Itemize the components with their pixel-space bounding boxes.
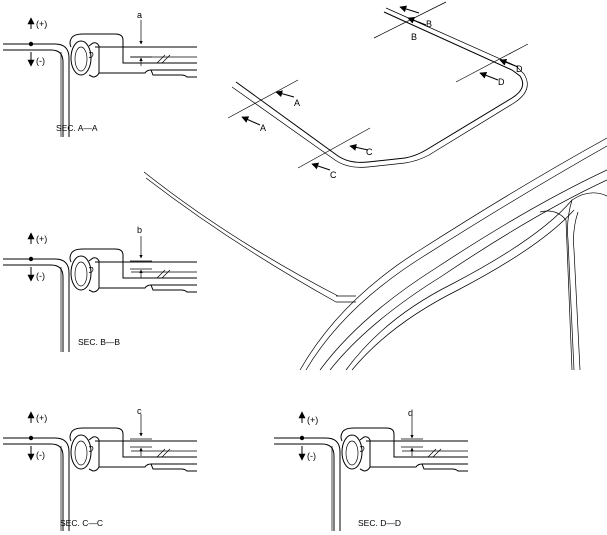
marker-label: A <box>260 123 266 133</box>
marker-label: C <box>366 147 373 157</box>
cut-line-b <box>373 1 447 39</box>
sunroof-panel <box>231 7 528 168</box>
plus-label: (+) <box>36 234 47 244</box>
section-c: (+) (-) c SEC. C—C <box>2 406 198 532</box>
section-caption: SEC. A—A <box>56 123 98 133</box>
section-b: (+) (-) b SEC. B—B <box>2 225 198 353</box>
overview-labels: A A B B C C D D <box>260 19 523 180</box>
plus-label: (+) <box>36 413 47 423</box>
dimension-label: c <box>137 406 142 416</box>
cut-line-a <box>227 79 299 126</box>
marker-label: B <box>426 19 432 29</box>
minus-label: (-) <box>36 271 45 281</box>
plus-label: (+) <box>307 415 318 425</box>
marker-label: D <box>516 64 523 74</box>
minus-label: (-) <box>36 450 45 460</box>
vehicle-roof-lines <box>143 137 607 371</box>
marker-label: D <box>498 77 505 87</box>
minus-label: (-) <box>307 451 316 461</box>
marker-label: A <box>294 98 300 108</box>
section-caption: SEC. B—B <box>78 337 120 347</box>
cut-line-c <box>297 127 371 171</box>
dimension-label: b <box>137 225 142 235</box>
dimension-label: a <box>137 10 142 20</box>
dimension-label: d <box>408 408 413 418</box>
section-d: (+) (-) d SEC. D—D <box>273 408 469 532</box>
cut-line-d <box>455 43 529 83</box>
marker-label: B <box>411 32 417 42</box>
plus-label: (+) <box>36 19 47 29</box>
section-a: (+) (-) a SEC. A—A <box>2 10 198 138</box>
marker-label: C <box>330 170 337 180</box>
section-caption: SEC. C—C <box>60 518 103 528</box>
section-caption: SEC. D—D <box>358 518 401 528</box>
minus-label: (-) <box>36 56 45 66</box>
